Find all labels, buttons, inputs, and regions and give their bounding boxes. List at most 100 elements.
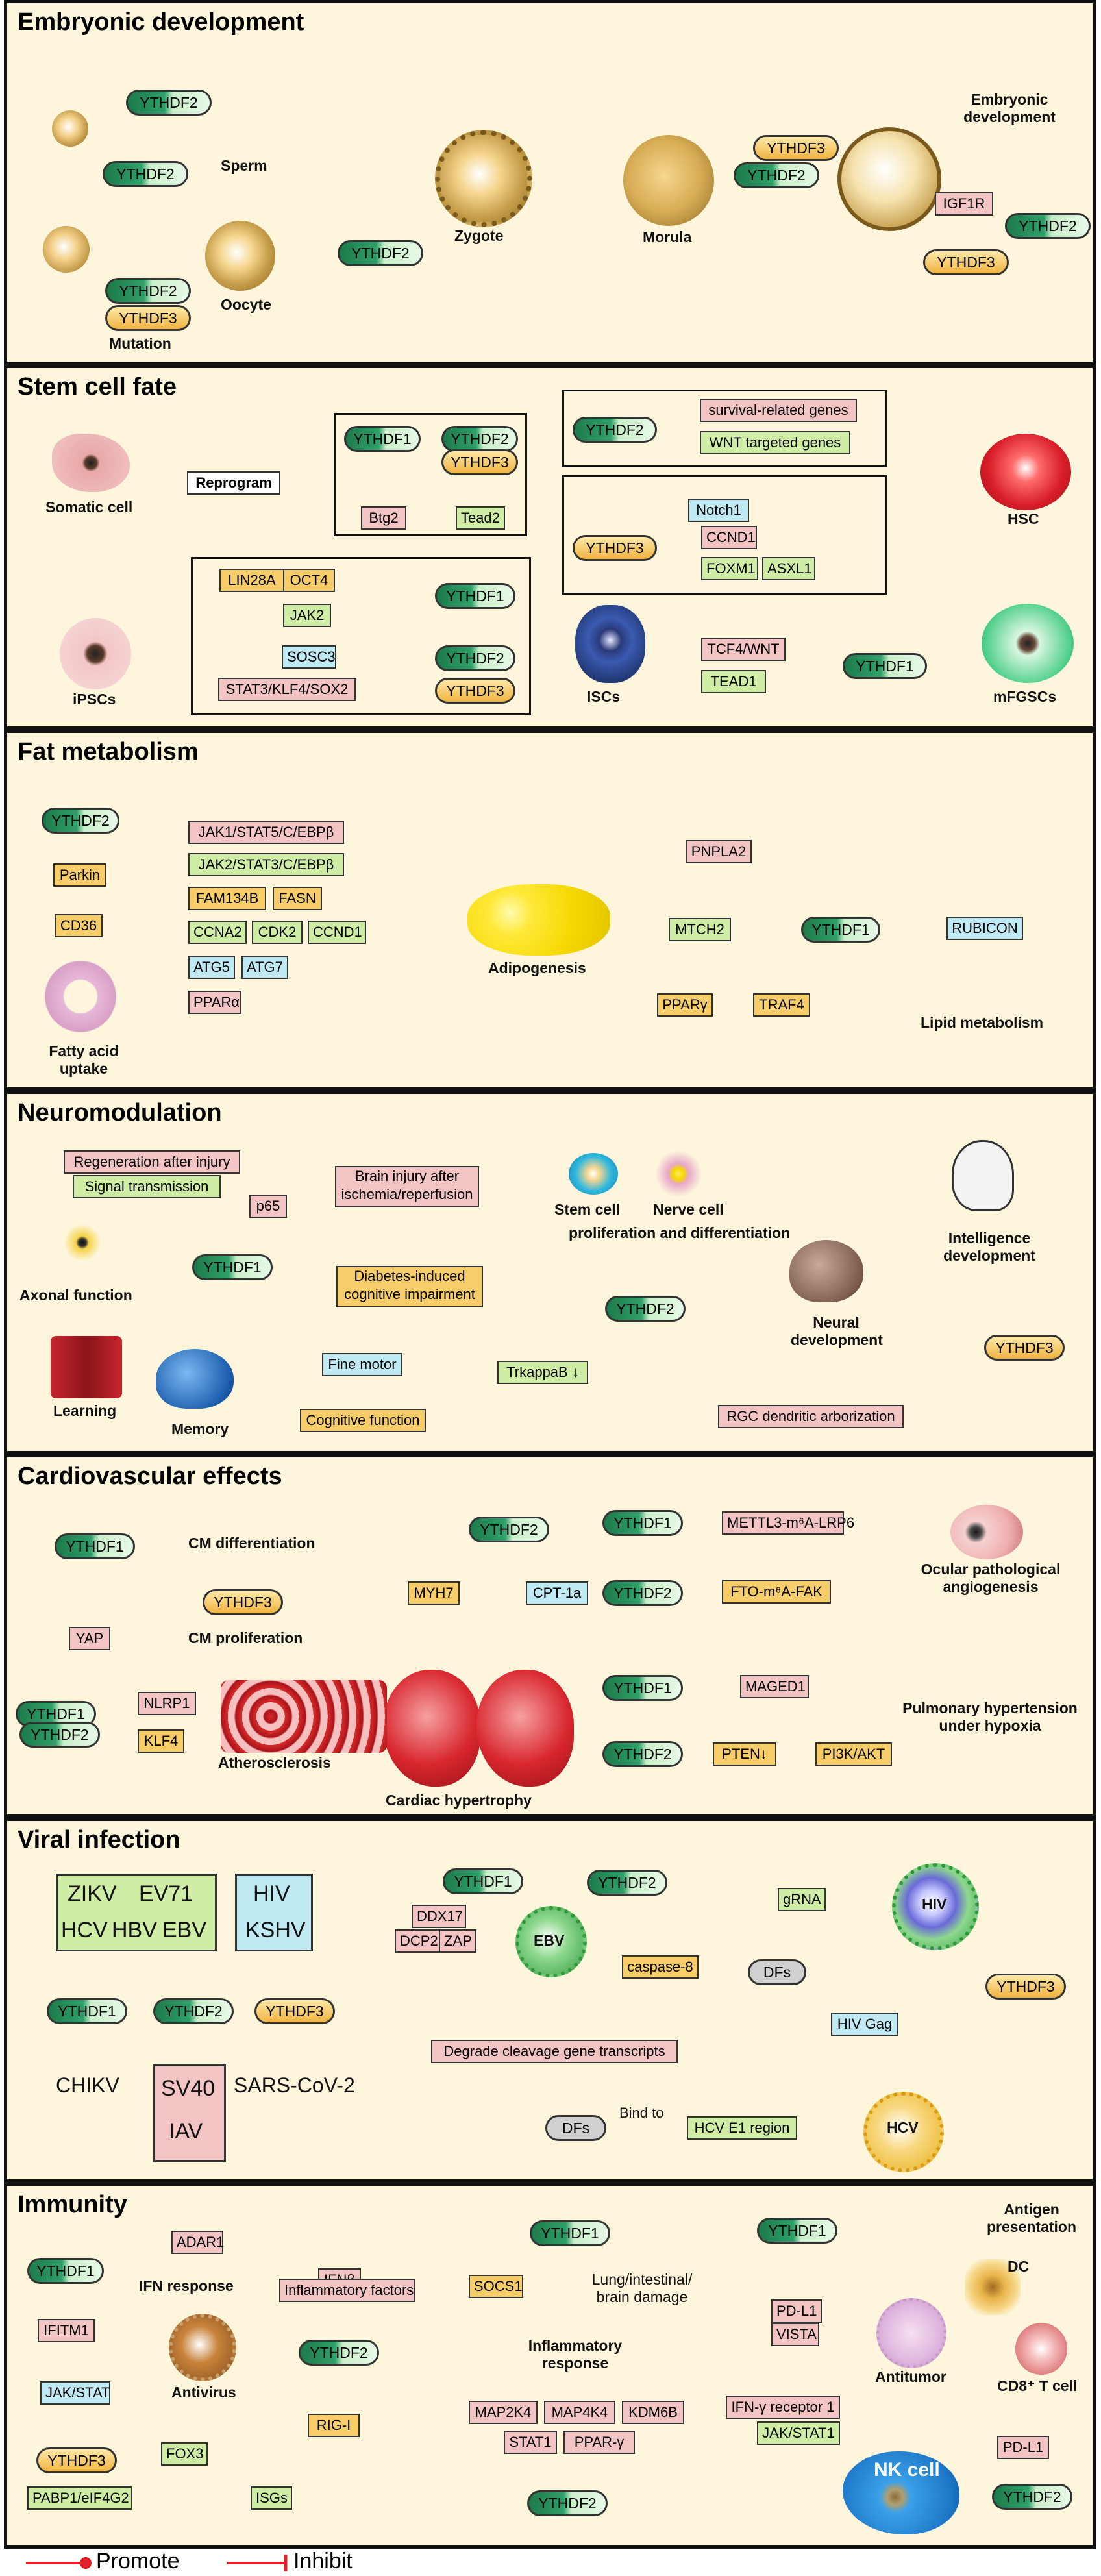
ifn-response-label: IFN response bbox=[139, 2277, 234, 2294]
oocyte-label: Oocyte bbox=[221, 296, 271, 313]
pd-l1-box-nk: PD-L1 bbox=[997, 2436, 1049, 2459]
blastocyst-cell bbox=[837, 127, 941, 231]
yap-box: YAP bbox=[69, 1627, 110, 1650]
parkin-box: Parkin bbox=[53, 863, 106, 887]
mfgsc-cell bbox=[982, 604, 1074, 683]
pd-l1-box: PD-L1 bbox=[771, 2299, 822, 2323]
oocyte-precursor-cell bbox=[43, 226, 90, 273]
legend-promote: Promote bbox=[96, 2549, 180, 2574]
igf1r-box: IGF1R bbox=[935, 192, 993, 216]
reprogram-box: Reprogram bbox=[187, 471, 280, 495]
adar1-box: ADAR1 bbox=[171, 2231, 224, 2254]
atg7-box: ATG7 bbox=[241, 956, 288, 979]
axon-image bbox=[53, 1206, 112, 1279]
ythdf2-pill: YTHDF2 bbox=[1005, 213, 1091, 239]
ythdf2-pill: YTHDF2 bbox=[105, 278, 191, 304]
socs1-box: SOCS1 bbox=[469, 2275, 523, 2298]
legend-promote-label: Promote bbox=[96, 2549, 180, 2573]
ythdf1-pill: YTHDF1 bbox=[192, 1254, 273, 1280]
fasn-box: FASN bbox=[273, 887, 322, 910]
jak2-stat3-box: JAK2/STAT3/C/EBPβ bbox=[188, 853, 344, 876]
caspase-8-box: caspase-8 bbox=[622, 1955, 699, 1979]
ythdf1-pill: YTHDF1 bbox=[530, 2220, 610, 2246]
atg5-box: ATG5 bbox=[188, 956, 235, 979]
ythdf2-pill: YTHDF2 bbox=[338, 240, 423, 266]
hcv-e1-box: HCV E1 region bbox=[687, 2116, 797, 2140]
ythdf2-pill: YTHDF2 bbox=[153, 1998, 234, 2024]
ythdf3-pill: YTHDF3 bbox=[36, 2447, 117, 2473]
ifitm1-box: IFITM1 bbox=[38, 2319, 95, 2342]
ythdf3-pill: YTHDF3 bbox=[441, 449, 518, 475]
heart-image bbox=[476, 1670, 574, 1787]
nerve-cell-image bbox=[649, 1144, 714, 1198]
adipogenesis-label: Adipogenesis bbox=[488, 960, 586, 976]
somatic-cell bbox=[52, 434, 130, 492]
intestine-image bbox=[40, 954, 121, 1039]
ythdf1-pill: YTHDF1 bbox=[55, 1533, 135, 1559]
panel-title: Embryonic development bbox=[18, 8, 304, 36]
rgc-box: RGC dendritic arborization bbox=[718, 1405, 904, 1428]
ythdf3-pill: YTHDF3 bbox=[254, 1998, 335, 2024]
ipscs-label: iPSCs bbox=[73, 691, 116, 708]
ythdf1-pill: YTHDF1 bbox=[27, 2258, 104, 2284]
ythdf1-pill: YTHDF1 bbox=[801, 917, 880, 943]
zygote-cell bbox=[435, 130, 532, 227]
fine-motor-box: Fine motor bbox=[322, 1353, 402, 1376]
jak1-stat5-box: JAK1/STAT5/C/EBPβ bbox=[188, 821, 344, 844]
tumor-cell-image bbox=[876, 2298, 946, 2368]
isc-cell bbox=[575, 605, 645, 683]
ythdf2-pill: YTHDF2 bbox=[19, 1722, 100, 1748]
morula-cell bbox=[623, 135, 714, 226]
antitumor-label: Antitumor bbox=[875, 2368, 946, 2385]
axonal-function-label: Axonal function bbox=[19, 1287, 132, 1304]
frame-ythdf-btg2 bbox=[334, 413, 527, 536]
ythdf1-pill: YTHDF1 bbox=[602, 1675, 683, 1701]
cpt1a-box: CPT-1a bbox=[526, 1581, 588, 1605]
ythdf1-pill: YTHDF1 bbox=[443, 1868, 523, 1894]
ythdf3-pill: YTHDF3 bbox=[985, 1974, 1066, 2000]
hcv-label: HCV bbox=[61, 1918, 108, 1942]
somatic-label: Somatic cell bbox=[45, 499, 133, 515]
bind-to-label: Bind to bbox=[619, 2105, 664, 2121]
traf4-box: TRAF4 bbox=[753, 993, 810, 1017]
panel-title: Cardiovascular effects bbox=[18, 1463, 282, 1490]
ebv-virus-image bbox=[515, 1906, 587, 1977]
ccnd1-box: CCND1 bbox=[308, 921, 366, 944]
ythdf2-pill: YTHDF2 bbox=[469, 1517, 549, 1542]
adipocyte-cluster bbox=[467, 884, 610, 956]
hbv-label: HBV bbox=[112, 1918, 157, 1942]
survival-genes-box: survival-related genes bbox=[700, 399, 857, 422]
inflammatory-response-label: Inflammatory response bbox=[528, 2337, 623, 2372]
embryonic-development-label: Embryonic development bbox=[963, 91, 1056, 125]
hcv-virus-image bbox=[863, 2092, 944, 2172]
nlrp1-box: NLRP1 bbox=[138, 1692, 196, 1715]
panel-title: Fat metabolism bbox=[18, 738, 199, 765]
ddx17-box: DDX17 bbox=[412, 1905, 466, 1928]
ythdf3-pill: YTHDF3 bbox=[753, 135, 839, 161]
dc-label: DC bbox=[1008, 2258, 1030, 2275]
sperm-label: Sperm bbox=[221, 157, 267, 174]
ythdf3-pill: YTHDF3 bbox=[984, 1335, 1065, 1361]
cognitive-box: Cognitive function bbox=[300, 1409, 426, 1432]
ocular-label: Ocular pathological angiogenesis bbox=[921, 1561, 1061, 1595]
ythdf2-pill: YTHDF2 bbox=[587, 1870, 667, 1896]
cd8-t-cell-image bbox=[1015, 2323, 1067, 2375]
dc-image bbox=[965, 2259, 1021, 2315]
fam134b-box: FAM134B bbox=[188, 887, 266, 910]
promote-marker bbox=[80, 2557, 92, 2569]
antigen-presentation-label: Antigen presentation bbox=[986, 2201, 1077, 2235]
regeneration-box: Regeneration after injury bbox=[64, 1150, 240, 1174]
ythdf3-pill: YTHDF3 bbox=[203, 1589, 283, 1615]
ipsc-cell bbox=[60, 618, 131, 689]
ythdf3-pill: YTHDF3 bbox=[105, 305, 191, 331]
grna-box: gRNA bbox=[778, 1888, 826, 1911]
nerve-cell-label: Nerve cell bbox=[653, 1201, 724, 1218]
dcp2-box: DCP2 bbox=[395, 1929, 441, 1953]
virus-group-box bbox=[56, 1874, 217, 1951]
zap-box: ZAP bbox=[439, 1929, 476, 1953]
ifn-gamma-receptor-box: IFN-γ receptor 1 bbox=[726, 2396, 840, 2419]
ythdf1-pill: YTHDF1 bbox=[344, 426, 421, 452]
cm-proliferation-label: CM proliferation bbox=[188, 1629, 303, 1646]
ythdf2-pill: YTHDF2 bbox=[605, 1296, 686, 1322]
ccna2-box: CCNA2 bbox=[188, 921, 247, 944]
